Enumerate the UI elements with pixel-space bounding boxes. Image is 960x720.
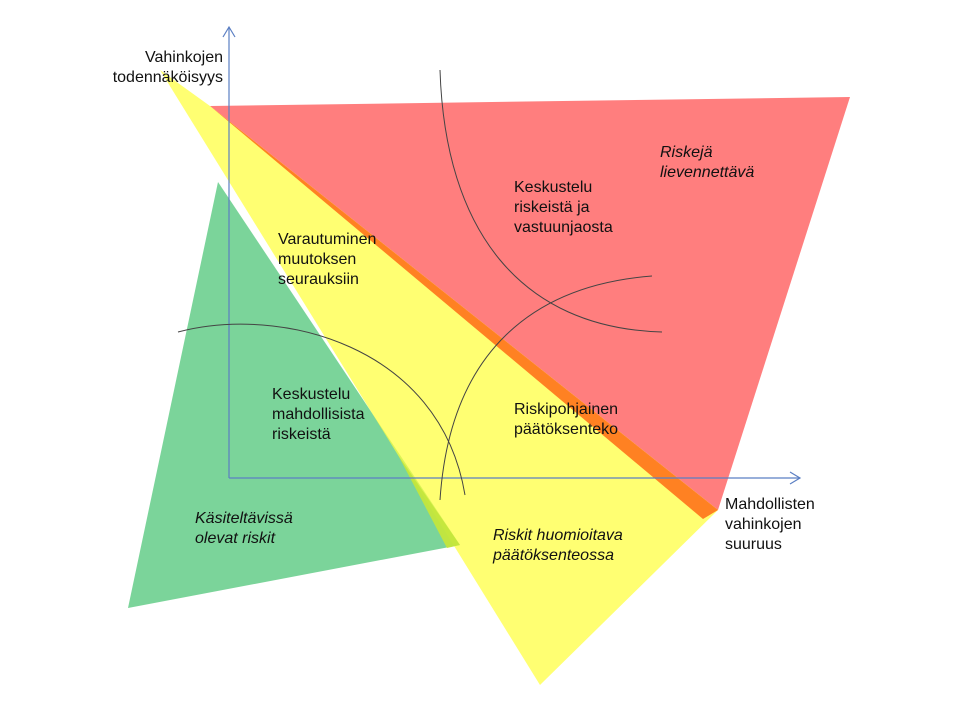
- quadrant-top-right-label: Keskustelu riskeistä ja vastuunjaosta: [514, 179, 613, 236]
- yellow-zone-label: Riskit huomioitava päätöksenteossa: [493, 527, 623, 564]
- quadrant-bottom-left-label: Keskustelu mahdollisista riskeistä: [272, 386, 365, 443]
- x-axis-label: Mahdollisten vahinkojen suuruus: [725, 496, 815, 553]
- green-zone-label: Käsiteltävissä olevat riskit: [195, 510, 293, 547]
- yellow-zone: [160, 70, 718, 685]
- boundary-curve-bottom-right: [439, 275, 653, 501]
- x-axis-arrowhead: [789, 471, 802, 485]
- y-axis-arrowhead: [222, 25, 236, 38]
- red-yellow-overlap: [210, 106, 718, 519]
- boundary-curves: [177, 69, 663, 501]
- boundary-curve-bottom-left: [177, 323, 466, 496]
- axes: [222, 25, 802, 485]
- quadrant-bottom-right-label: Riskipohjainen päätöksenteko: [514, 401, 619, 438]
- quadrant-top-left-label: Varautuminen muutoksen seurauksiin: [278, 231, 377, 288]
- red-zone-label: Riskejä lievennettävä: [660, 144, 755, 181]
- green-zone: [128, 182, 460, 608]
- red-zone: [210, 97, 850, 510]
- y-axis-label: Vahinkojen todennäköisyys: [112, 49, 223, 86]
- boundary-curve-top-right: [439, 69, 663, 333]
